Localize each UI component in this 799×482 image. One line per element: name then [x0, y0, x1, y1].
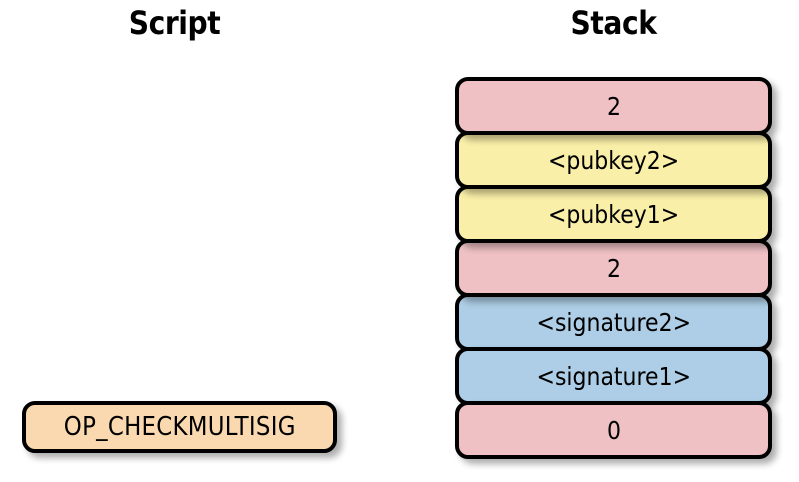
- stack-item-label: <pubkey2>: [547, 145, 680, 175]
- script-item-op-checkmultisig: OP_CHECKMULTISIG: [22, 401, 337, 453]
- stack-item-3: 2: [455, 239, 772, 297]
- stack-item-4: <signature2>: [455, 293, 772, 351]
- stack-item-label: 0: [606, 415, 621, 445]
- stack-item-label: 2: [606, 91, 621, 121]
- stack-item-1: <pubkey2>: [455, 131, 772, 189]
- stack-item-5: <signature1>: [455, 347, 772, 405]
- stack-item-label: <signature2>: [536, 307, 691, 337]
- stack-column-title: Stack: [570, 4, 657, 42]
- script-item-label: OP_CHECKMULTISIG: [63, 412, 296, 442]
- stack-item-label: 2: [606, 253, 621, 283]
- stack-item-6: 0: [455, 401, 772, 459]
- script-column-title: Script: [128, 4, 221, 42]
- stack-item-label: <pubkey1>: [547, 199, 680, 229]
- stack-item-label: <signature1>: [536, 361, 691, 391]
- stack-item-0: 2: [455, 77, 772, 135]
- stack-item-2: <pubkey1>: [455, 185, 772, 243]
